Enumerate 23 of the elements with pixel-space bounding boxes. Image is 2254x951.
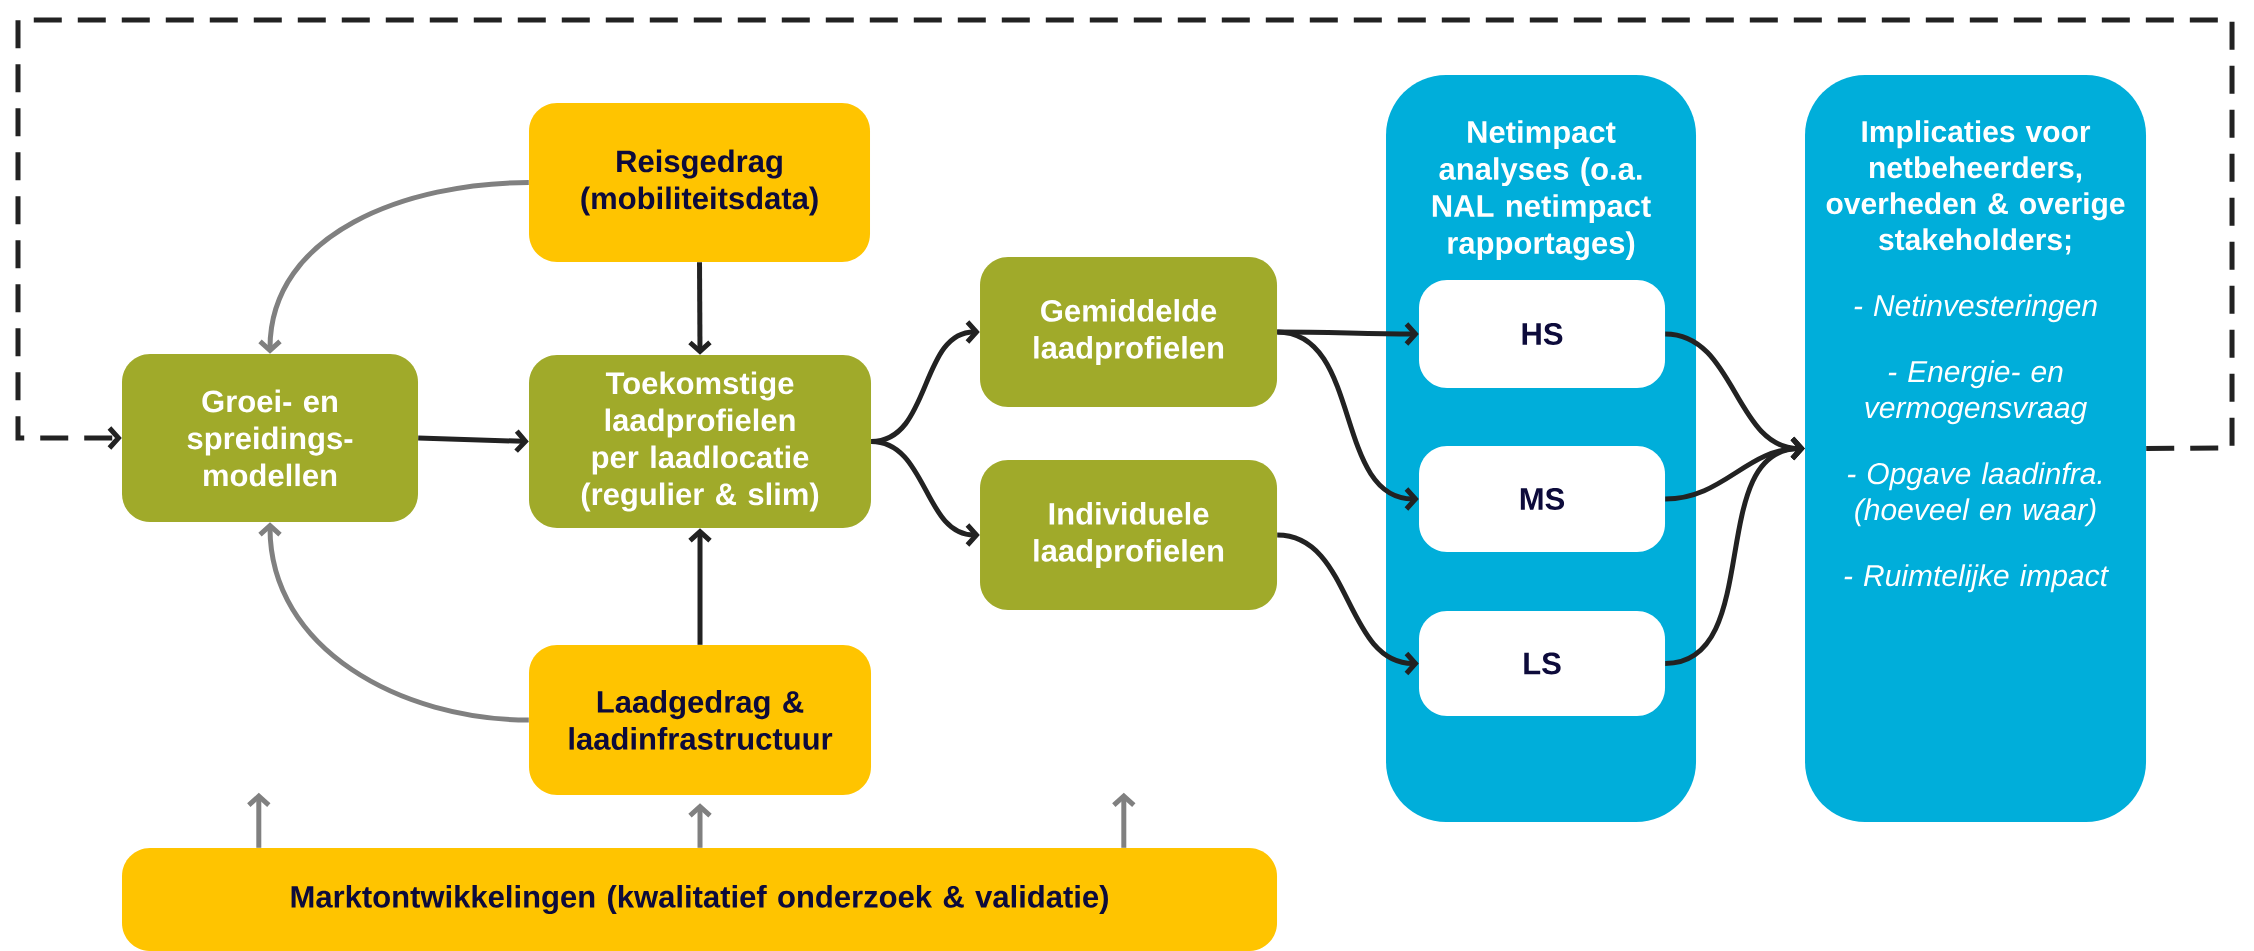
panel: Implicaties voor netbeheerders, overheden & overige stakeholders; - Netinvesteringen - Energie- en vermogensvraag - Opgave laadinfra. (hoeveel en waar) - Ruimtelijke impact [1805, 75, 2147, 822]
arrow [870, 439, 980, 547]
input-box: Laadgedrag & laadinfrastructuur [529, 645, 871, 795]
arrow [247, 792, 271, 848]
process-box: Groei- en spreidings-modellen [122, 354, 418, 522]
process-box: Toekomstige laadprofielen per laadlocatie (regulier & slim) [529, 355, 871, 528]
arrow [1276, 329, 1419, 511]
arrow [1112, 792, 1136, 848]
arrow [418, 429, 529, 453]
level-box: HS [1419, 280, 1665, 388]
process-box: Gemiddelde laadprofielen [980, 257, 1277, 407]
arrow [258, 180, 529, 354]
level-box: LS [1419, 611, 1665, 716]
process-box: Individuele laadprofielen [980, 460, 1277, 610]
arrow [258, 522, 529, 723]
arrow [1276, 532, 1419, 676]
arrow [15, 17, 2235, 451]
input-box: Reisgedrag (mobiliteitsdata) [529, 103, 870, 262]
arrow [688, 803, 712, 848]
arrow [688, 262, 712, 355]
level-box: MS [1419, 446, 1665, 552]
input-bar: Marktontwikkelingen (kwalitatief onderzoek & validatie) [122, 848, 1277, 951]
arrow [688, 528, 712, 645]
